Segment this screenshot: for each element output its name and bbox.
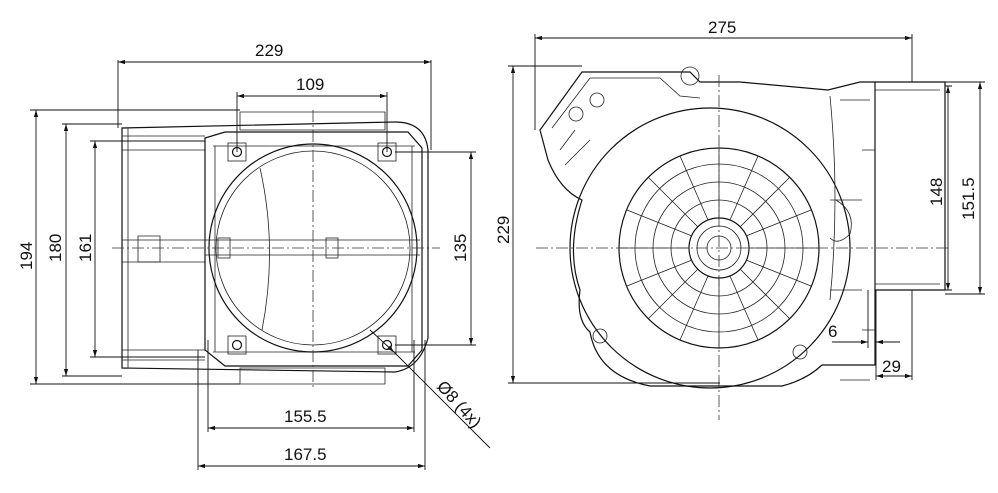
dim-overall-width: 229 xyxy=(255,41,283,60)
side-housing-outline xyxy=(539,71,876,387)
side-dimensions: 275 229 148 151.5 6 29 xyxy=(494,18,985,384)
dim-flange-29: 29 xyxy=(882,357,901,376)
dim-height-194: 194 xyxy=(17,242,36,270)
dim-outlet-151: 151.5 xyxy=(959,177,978,220)
dim-hole-spacing-top: 109 xyxy=(296,75,324,94)
mounting-hole-icon xyxy=(227,335,247,355)
dim-bottom-167: 167.5 xyxy=(284,445,327,464)
dim-height-161: 161 xyxy=(76,234,95,262)
dim-hole-spacing-vertical: 135 xyxy=(451,234,470,262)
dim-height-180: 180 xyxy=(46,234,65,262)
front-dimensions: 229 109 194 180 161 135 155.5 167.5 Ø8 (… xyxy=(17,41,491,470)
mounting-plate xyxy=(204,131,423,367)
dim-outlet-148: 148 xyxy=(927,178,946,206)
front-view xyxy=(112,110,440,388)
dim-flange-6: 6 xyxy=(828,322,837,341)
dim-overall-height: 229 xyxy=(494,216,513,244)
outlet-flange xyxy=(875,81,946,291)
front-housing-outline xyxy=(121,121,429,373)
side-view xyxy=(536,66,950,420)
dim-overall-length: 275 xyxy=(708,18,736,37)
dim-hole-callout: Ø8 (4x) xyxy=(433,377,485,432)
dim-bottom-155: 155.5 xyxy=(284,407,327,426)
